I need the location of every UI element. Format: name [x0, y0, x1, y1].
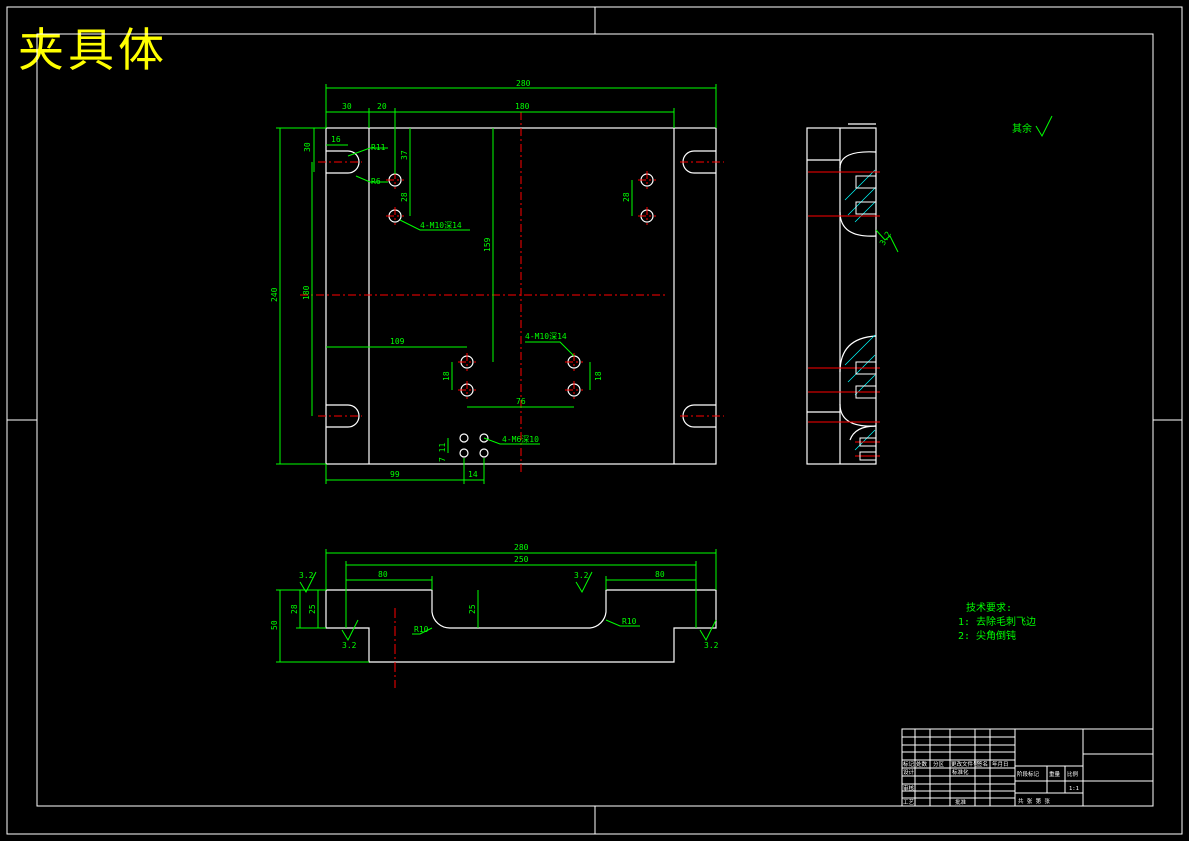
dim-hole-radius: R6 [371, 177, 381, 186]
top-view: 280 30 20 180 16 R11 R6 30 37 28 28 240 … [270, 79, 724, 484]
tb-r1-1: 处数 [916, 760, 928, 768]
front-dim-right-step: 80 [655, 570, 665, 579]
tb-r1-2: 分区 [933, 760, 945, 768]
tb-scale: 1:1 [1069, 786, 1079, 792]
dim-inner-span: 180 [515, 102, 530, 111]
dim-left-offset: 30 [342, 102, 352, 111]
dim-slot-width: 16 [331, 135, 341, 144]
tech-note-2: 2: 尖角倒钝 [958, 629, 1016, 642]
dim-bottom-holes-pitch: 18 [442, 371, 451, 381]
title-block: 标记 处数 分区 更改文件号 签名 年月日 设计 标准化 审核 工艺 批准 阶段… [901, 728, 1154, 807]
front-dim-slot-depth: 25 [468, 604, 477, 614]
tb-r1-4: 签名 [977, 760, 988, 768]
dim-center-height: 159 [483, 237, 492, 252]
front-view: 280 250 80 80 50 28 25 25 R10 R10 3.2 3.… [270, 115, 1053, 688]
tb-r4-3: 批准 [955, 798, 967, 806]
front-dim-overall-width: 280 [514, 543, 529, 552]
side-view: 3.2 [806, 123, 899, 465]
dim-overall-height: 240 [270, 287, 279, 302]
hatch-area [844, 169, 876, 451]
tb-r4-0: 工艺 [903, 799, 915, 806]
front-dim-height: 50 [270, 620, 279, 630]
tb-r1-3: 更改文件号 [951, 760, 979, 768]
dim-overall-width: 280 [516, 79, 531, 88]
tech-title: 技术要求: [966, 601, 1012, 614]
front-dim-left-step: 80 [378, 570, 388, 579]
notes: 其余 技术要求: 1: 去除毛刺飞边 2: 尖角倒钝 [958, 122, 1036, 642]
front-roughness-1: 3.2 [299, 571, 314, 580]
tb-sheets: 共 张 第 张 [1018, 797, 1050, 805]
drawing-title: 夹具体 [18, 23, 168, 77]
tb-r2-3: 标准化 [952, 768, 969, 776]
front-roughness-3: 3.2 [342, 641, 357, 650]
front-dim-inner-width: 250 [514, 555, 529, 564]
tb-r1-5: 年月日 [992, 760, 1009, 768]
tb-r1-0: 标记 [903, 760, 915, 768]
roughness-rest-note: 其余 [1012, 122, 1032, 135]
dim-slot-height: 30 [303, 142, 312, 152]
tb-r3-0: 审核 [903, 784, 915, 792]
dim-second-offset: 20 [377, 102, 387, 111]
dim-bottom-holes-span: 76 [516, 397, 526, 406]
callout-m6: 4-M6深10 [502, 435, 539, 444]
tech-note-1: 1: 去除毛刺飞边 [958, 615, 1036, 628]
dim-bottom-small: 14 [468, 470, 478, 479]
tb-stage: 阶段标记 [1017, 770, 1040, 778]
dim-hole-pitch-right: 28 [622, 192, 631, 202]
front-roughness-2: 3.2 [574, 571, 589, 580]
tb-scale-label: 比例 [1067, 770, 1079, 778]
dim-bottom-holes-pitch-right: 18 [594, 371, 603, 381]
tb-r2-0: 设计 [903, 768, 915, 776]
front-dim-step-h2: 25 [308, 604, 317, 614]
sheet-frame [6, 6, 1183, 835]
tb-weight: 重量 [1049, 770, 1061, 778]
front-fillet-right: R10 [622, 617, 637, 626]
dim-inner-height: 180 [302, 285, 311, 300]
front-fillet-left: R10 [414, 625, 429, 634]
dim-small-holes-y: 7 11 [438, 443, 447, 462]
dim-bottom-holes-x: 109 [390, 337, 405, 346]
dim-hole-top: 37 [400, 150, 409, 160]
callout-m10-top: 4-M10深14 [420, 221, 462, 230]
dim-slot-radius: R11 [371, 143, 386, 152]
dim-hole-pitch-left: 28 [400, 192, 409, 202]
front-dim-step-h1: 28 [290, 604, 299, 614]
callout-m10-mid: 4-M10深14 [525, 332, 567, 341]
dim-bottom-x: 99 [390, 470, 400, 479]
front-roughness-4: 3.2 [704, 641, 719, 650]
